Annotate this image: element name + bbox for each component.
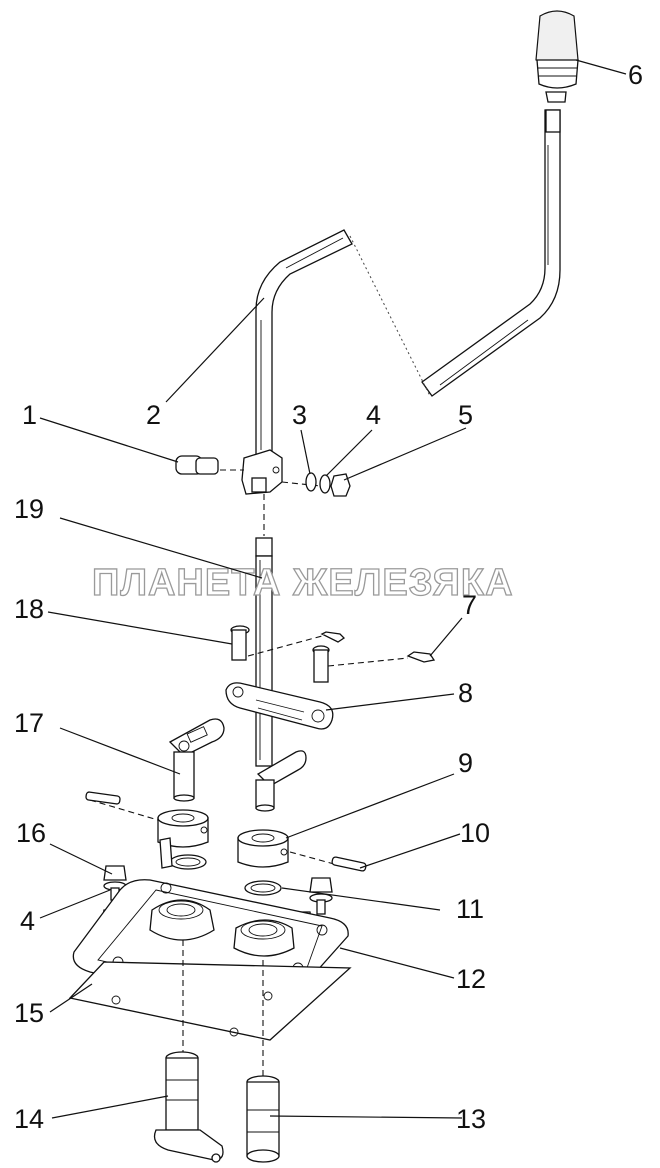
shift-lever-rod <box>421 109 561 397</box>
spring-pin <box>331 856 367 872</box>
callout-8: 8 <box>458 678 473 708</box>
bolt-with-washer-3 <box>309 877 333 915</box>
callout-19: 19 <box>14 494 44 524</box>
collar <box>237 829 289 868</box>
callout-7: 7 <box>462 590 477 620</box>
pin <box>175 455 219 475</box>
leader-lines <box>39 59 627 1119</box>
callout-9: 9 <box>458 748 473 778</box>
selector-shaft-lower <box>153 1051 224 1163</box>
callout-14: 14 <box>14 1104 44 1134</box>
cotter-pin <box>406 651 436 663</box>
link-plate <box>225 682 334 730</box>
callout-4: 4 <box>366 400 381 430</box>
callout-2: 2 <box>146 400 161 430</box>
o-ring-left <box>159 837 207 870</box>
callout-13: 13 <box>456 1104 486 1134</box>
gear-lever-knob <box>535 10 579 103</box>
callout-4b: 4 <box>20 906 35 936</box>
cotter-pin-left <box>320 631 346 643</box>
shift-shaft-lower <box>246 1075 280 1163</box>
callout-15: 15 <box>14 998 44 1028</box>
flat-washer <box>305 472 317 492</box>
callout-17: 17 <box>14 708 44 738</box>
callout-6: 6 <box>628 60 643 90</box>
upper-lever <box>241 229 353 495</box>
o-ring <box>244 880 282 896</box>
callout-18: 18 <box>14 594 44 624</box>
clevis-pin <box>230 625 250 661</box>
spring-washer <box>319 474 331 494</box>
callout-1: 1 <box>22 400 37 430</box>
shift-finger <box>255 750 307 812</box>
callout-11: 11 <box>456 894 484 924</box>
callout-3: 3 <box>292 400 307 430</box>
spring-pin-left <box>85 791 121 805</box>
gasket <box>68 961 352 1041</box>
callout-12: 12 <box>456 964 486 994</box>
callout-10: 10 <box>460 818 490 848</box>
callout-5: 5 <box>458 400 473 430</box>
callout-16: 16 <box>16 818 46 848</box>
clevis-pin-right <box>312 645 330 683</box>
selector-lever <box>168 718 225 802</box>
watermark: ПЛАНЕТА ЖЕЛЕЗЯКА <box>92 562 514 604</box>
callout-labels: 1 2 3 4 5 6 7 8 9 10 11 12 13 14 15 16 4… <box>14 60 643 1134</box>
nut <box>330 473 351 497</box>
